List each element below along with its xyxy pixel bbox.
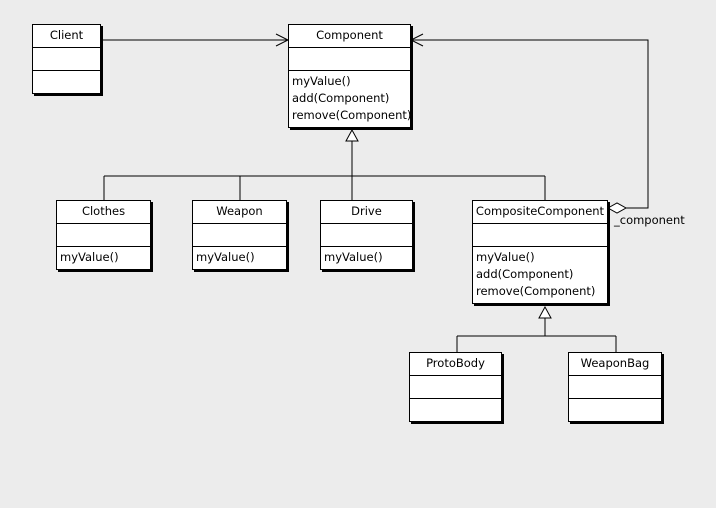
attributes-compartment	[473, 224, 607, 247]
operations-compartment: myValue() add(Component) remove(Componen…	[289, 71, 412, 127]
class-name: CompositeComponent	[473, 201, 607, 224]
class-drive[interactable]: Drive myValue()	[320, 200, 413, 270]
operation: remove(Component)	[292, 108, 412, 122]
class-weaponbag[interactable]: WeaponBag	[568, 352, 662, 422]
class-name: Component	[289, 25, 410, 48]
aggregation-diamond	[606, 202, 628, 214]
attributes-compartment	[57, 224, 150, 247]
operations-compartment	[569, 399, 661, 421]
attributes-compartment	[569, 376, 661, 399]
operations-compartment: myValue()	[57, 247, 150, 269]
operation: add(Component)	[476, 267, 574, 281]
class-name: ProtoBody	[410, 353, 501, 376]
class-client[interactable]: Client	[32, 24, 101, 94]
class-name: Weapon	[193, 201, 286, 224]
operation: myValue()	[60, 250, 119, 264]
operations-compartment	[410, 399, 501, 421]
attributes-compartment	[410, 376, 501, 399]
operation: myValue()	[324, 250, 383, 264]
class-name: Drive	[321, 201, 412, 224]
operations-compartment	[33, 71, 100, 93]
operation: add(Component)	[292, 91, 390, 105]
class-composite-component[interactable]: CompositeComponent myValue() add(Compone…	[472, 200, 608, 304]
operation: myValue()	[196, 250, 255, 264]
class-name: WeaponBag	[569, 353, 661, 376]
attributes-compartment	[289, 48, 410, 71]
generalization-triangle-composite	[538, 305, 552, 319]
attributes-compartment	[193, 224, 286, 247]
class-component[interactable]: Component myValue() add(Component) remov…	[288, 24, 411, 128]
operations-compartment: myValue()	[193, 247, 286, 269]
operations-compartment: myValue() add(Component) remove(Componen…	[473, 247, 607, 303]
operation: myValue()	[476, 250, 535, 264]
class-protobody[interactable]: ProtoBody	[409, 352, 502, 422]
operations-compartment: myValue()	[321, 247, 412, 269]
class-weapon[interactable]: Weapon myValue()	[192, 200, 287, 270]
aggregation-arrowhead	[409, 33, 424, 47]
attributes-compartment	[33, 48, 100, 71]
class-name: Client	[33, 25, 100, 48]
class-name: Clothes	[57, 201, 150, 224]
operation: myValue()	[292, 74, 351, 88]
generalization-triangle-component	[345, 128, 359, 142]
attributes-compartment	[321, 224, 412, 247]
role-label-component: _component	[614, 213, 685, 227]
operation: remove(Component)	[476, 284, 596, 298]
class-clothes[interactable]: Clothes myValue()	[56, 200, 151, 270]
aggregation-composite-component	[411, 39, 649, 209]
